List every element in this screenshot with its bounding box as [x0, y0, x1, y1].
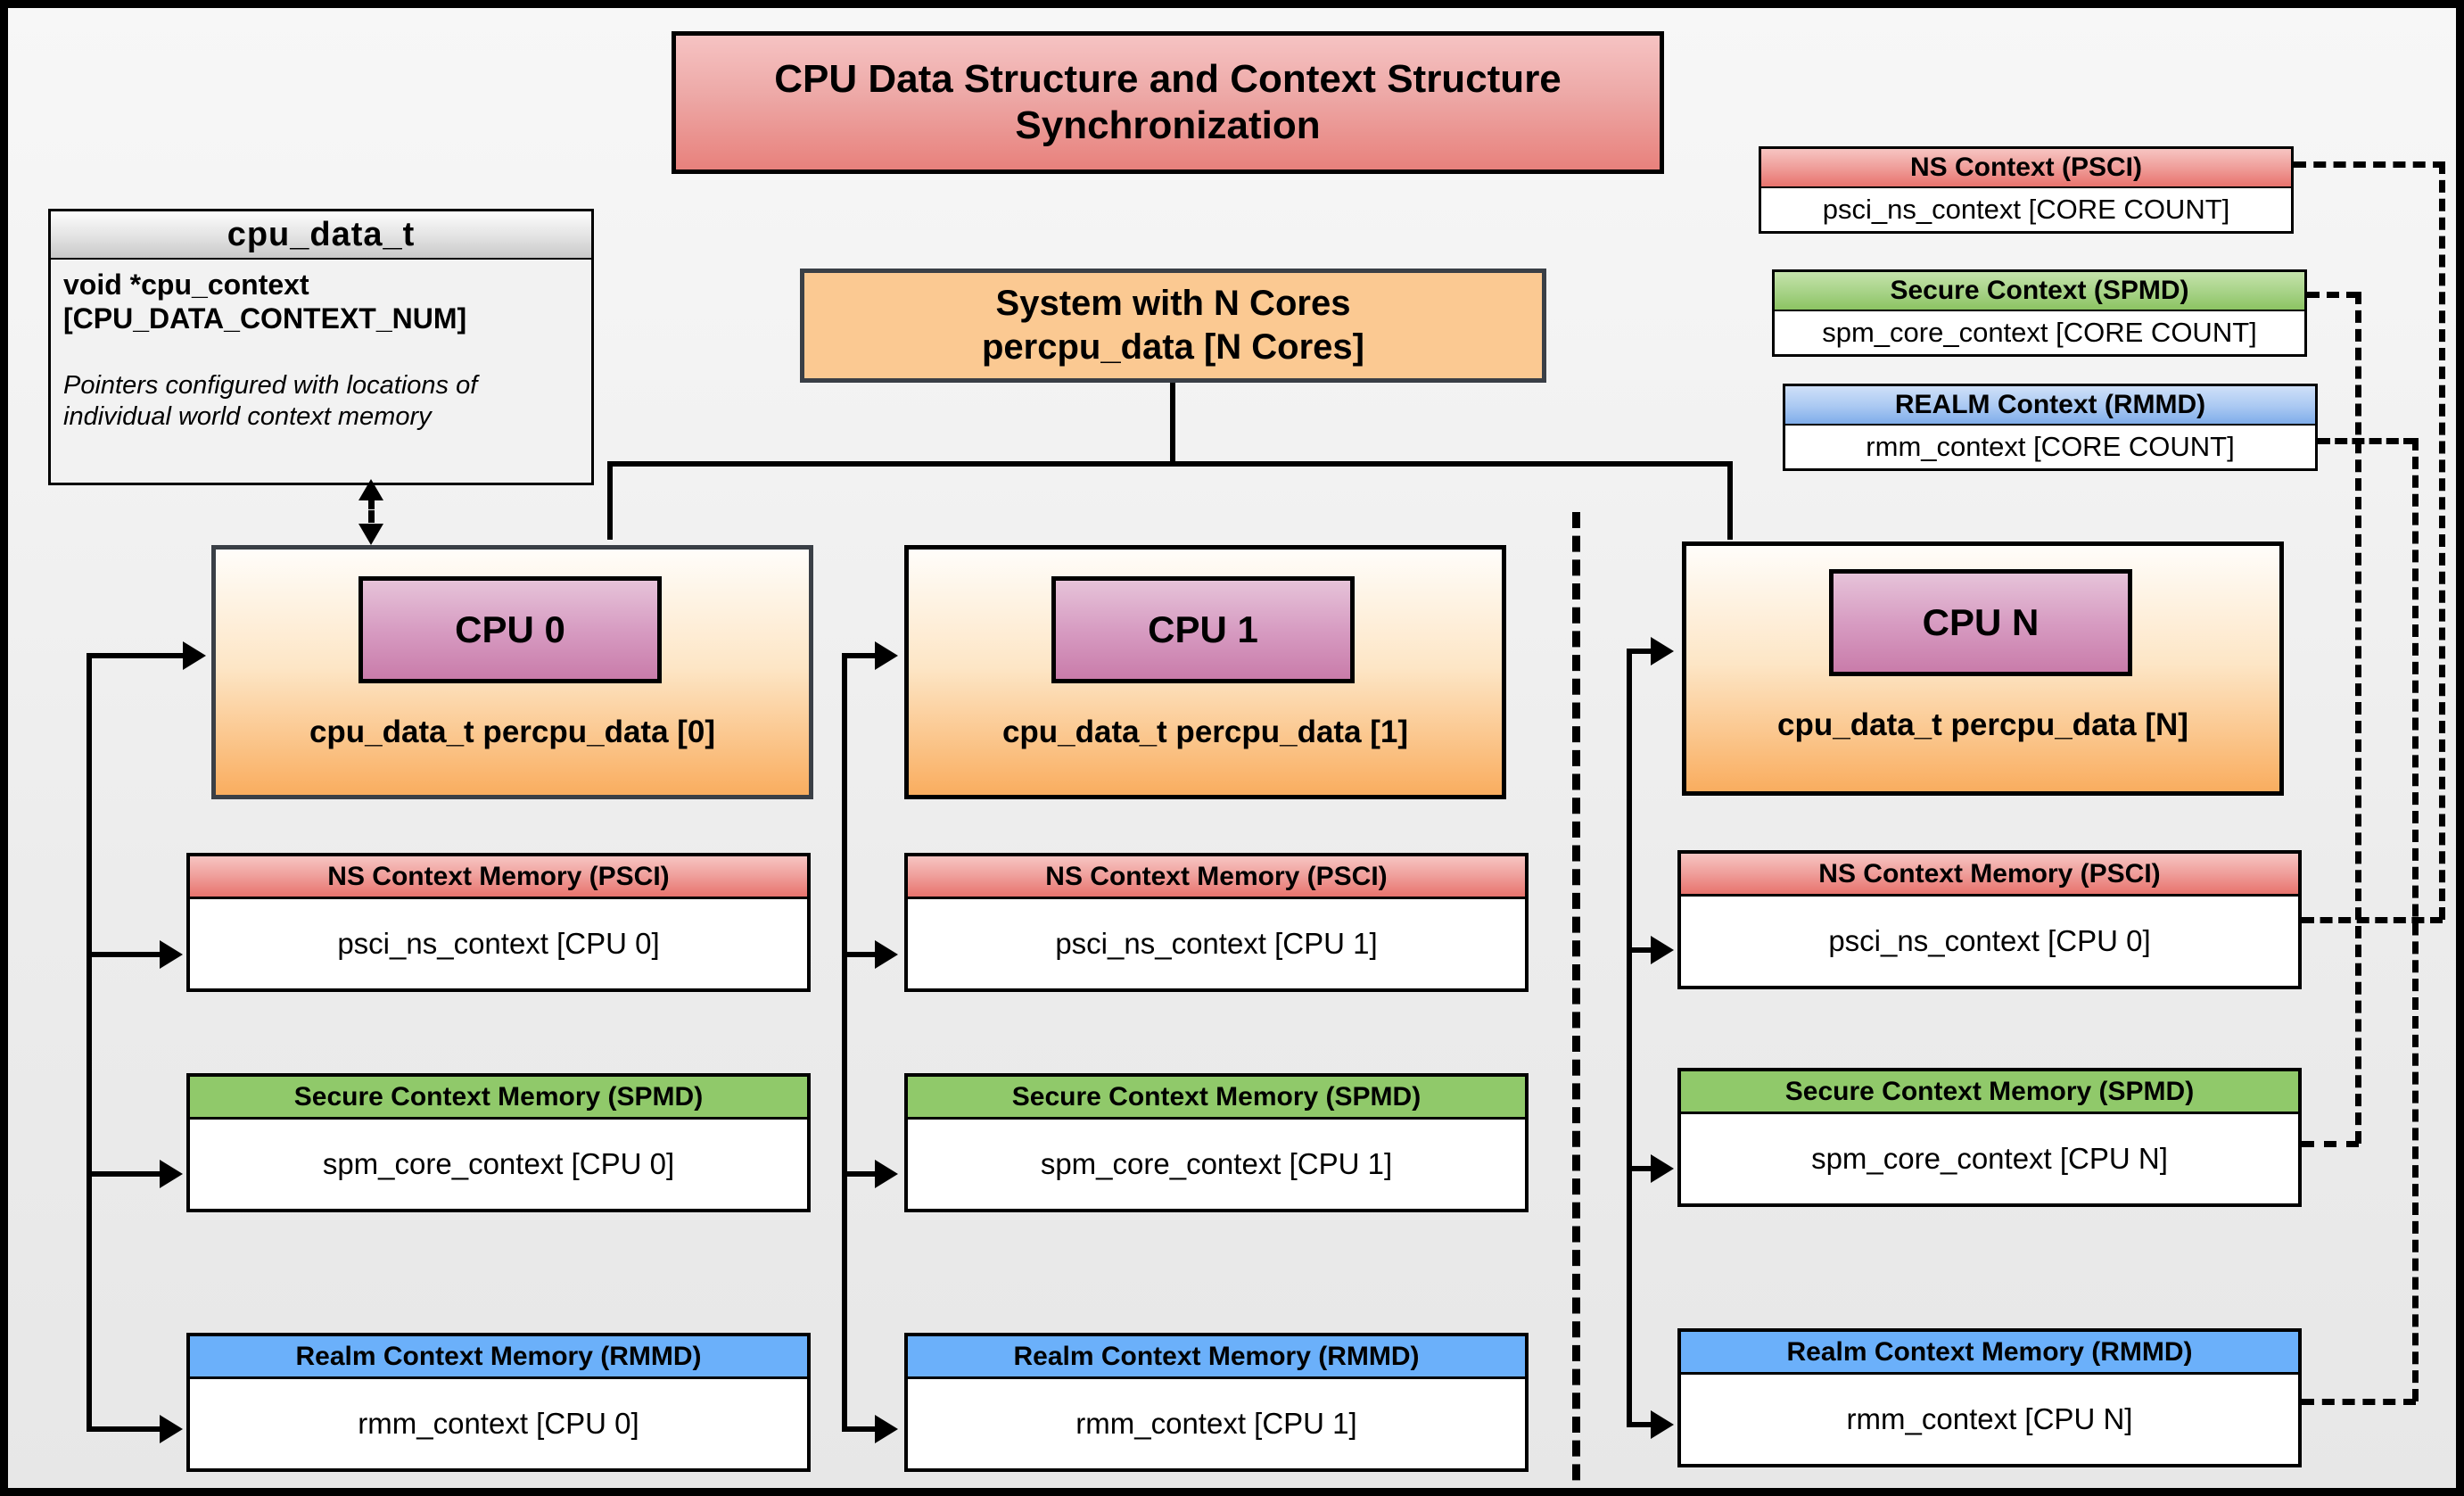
- cpu-1-panel: CPU 1 cpu_data_t percpu_data [1]: [904, 545, 1506, 799]
- cpu-n-percpu-label: cpu_data_t percpu_data [N]: [1777, 707, 2188, 742]
- cpu-0-branch-realm: [87, 1426, 165, 1432]
- dashed-secure-top: [2307, 292, 2359, 298]
- cpu-data-t-struct-box: cpu_data_t void *cpu_context [CPU_DATA_C…: [48, 209, 594, 485]
- cpu-data-link-arrow-down: [358, 524, 383, 545]
- cpu-0-ns-header: NS Context Memory (PSCI): [190, 856, 807, 899]
- cpu-1-realm-header: Realm Context Memory (RMMD): [908, 1336, 1525, 1379]
- dashed-ns-vert: [2439, 161, 2445, 920]
- cpu-0-secure-header: Secure Context Memory (SPMD): [190, 1077, 807, 1120]
- global-secure-context-body: spm_core_context [CORE COUNT]: [1775, 311, 2304, 354]
- cpu-0-percpu-label: cpu_data_t percpu_data [0]: [309, 715, 716, 749]
- system-n-cores-box: System with N Cores percpu_data [N Cores…: [800, 269, 1546, 383]
- tree-trunk: [1170, 383, 1175, 465]
- cpu-0-ns-body: psci_ns_context [CPU 0]: [190, 899, 807, 988]
- cpu-data-t-declaration: void *cpu_context [CPU_DATA_CONTEXT_NUM]: [63, 269, 467, 335]
- dashed-secure-vert: [2355, 292, 2361, 1144]
- system-line-1: System with N Cores: [995, 284, 1351, 324]
- cpu-data-t-note: Pointers configured with locations of in…: [63, 370, 478, 431]
- cpu-n-branch-panel: [1627, 649, 1653, 654]
- cpu-data-link-line: [368, 497, 375, 536]
- cpu-n-branch-secure: [1627, 1166, 1653, 1171]
- cpu-0-branch-panel-arrow: [183, 641, 206, 670]
- cpu-0-ns-context-memory: NS Context Memory (PSCI) psci_ns_context…: [186, 853, 811, 992]
- cpu-n-secure-header: Secure Context Memory (SPMD): [1681, 1071, 2298, 1114]
- cpu-0-realm-context-memory: Realm Context Memory (RMMD) rmm_context …: [186, 1333, 811, 1472]
- cpu-0-bus: [87, 653, 92, 1429]
- cpu-1-realm-body: rmm_context [CPU 1]: [908, 1379, 1525, 1468]
- dashed-realm-vert: [2412, 438, 2419, 1401]
- cpu-n-realm-body: rmm_context [CPU N]: [1681, 1375, 2298, 1464]
- global-realm-context-card: REALM Context (RMMD) rmm_context [CORE C…: [1783, 384, 2318, 471]
- dashed-ns-top: [2294, 161, 2445, 168]
- cpu-0-branch-panel: [87, 653, 190, 658]
- dashed-ns-bottom: [2302, 917, 2443, 923]
- global-ns-context-body: psci_ns_context [CORE COUNT]: [1761, 188, 2291, 231]
- cpu-1-ns-body: psci_ns_context [CPU 1]: [908, 899, 1525, 988]
- cpu-n-branch-ns-arrow: [1651, 936, 1674, 964]
- cpu-0-realm-body: rmm_context [CPU 0]: [190, 1379, 807, 1468]
- diagram-title: CPU Data Structure and Context Structure…: [672, 31, 1664, 174]
- cpu-n-ns-header: NS Context Memory (PSCI): [1681, 854, 2298, 897]
- cpu-0-panel: CPU 0 cpu_data_t percpu_data [0]: [211, 545, 813, 799]
- cpu-0-secure-context-memory: Secure Context Memory (SPMD) spm_core_co…: [186, 1073, 811, 1212]
- cpu-n-realm-context-memory: Realm Context Memory (RMMD) rmm_context …: [1677, 1328, 2302, 1467]
- cpu-1-chip: CPU 1: [1051, 576, 1355, 683]
- cpu-1-branch-secure-arrow: [875, 1160, 898, 1188]
- cpu-n-branch-secure-arrow: [1651, 1154, 1674, 1183]
- global-ns-context-header: NS Context (PSCI): [1761, 149, 2291, 188]
- cpu-1-ns-header: NS Context Memory (PSCI): [908, 856, 1525, 899]
- global-ns-context-card: NS Context (PSCI) psci_ns_context [CORE …: [1759, 146, 2294, 234]
- cpu-1-secure-context-memory: Secure Context Memory (SPMD) spm_core_co…: [904, 1073, 1529, 1212]
- system-line-2: percpu_data [N Cores]: [982, 327, 1364, 367]
- cpu-n-ns-context-memory: NS Context Memory (PSCI) psci_ns_context…: [1677, 850, 2302, 989]
- dashed-realm-bottom: [2302, 1399, 2416, 1405]
- cpu-data-t-title: cpu_data_t: [51, 211, 591, 260]
- tree-drop-cpun: [1727, 461, 1733, 540]
- cpu-1-branch-ns: [842, 952, 878, 957]
- cpu-1-branch-realm: [842, 1426, 878, 1432]
- global-secure-context-header: Secure Context (SPMD): [1775, 272, 2304, 311]
- cpu-n-branch-realm-arrow: [1651, 1410, 1674, 1439]
- cpu-1-branch-panel-arrow: [875, 641, 898, 670]
- cpu-0-branch-ns: [87, 952, 165, 957]
- cpu-1-branch-secure: [842, 1171, 878, 1177]
- cpu-1-secure-body: spm_core_context [CPU 1]: [908, 1120, 1525, 1209]
- cpu-n-realm-header: Realm Context Memory (RMMD): [1681, 1332, 2298, 1375]
- cpu-1-branch-realm-arrow: [875, 1415, 898, 1443]
- cpu-0-branch-secure: [87, 1171, 165, 1177]
- cpu-n-branch-panel-arrow: [1651, 637, 1674, 665]
- cpu-0-secure-body: spm_core_context [CPU 0]: [190, 1120, 807, 1209]
- cpu-data-link-arrow-up: [358, 479, 383, 500]
- cpu-0-branch-ns-arrow: [160, 940, 183, 969]
- dashed-realm-top: [2318, 438, 2416, 444]
- cpu-1-ns-context-memory: NS Context Memory (PSCI) psci_ns_context…: [904, 853, 1529, 992]
- cpu-n-branch-realm: [1627, 1422, 1653, 1427]
- tree-drop-cpu0: [607, 461, 613, 540]
- global-secure-context-card: Secure Context (SPMD) spm_core_context […: [1772, 269, 2307, 357]
- cpu-n-bus: [1627, 649, 1632, 1425]
- cpu-1-percpu-label: cpu_data_t percpu_data [1]: [1001, 715, 1409, 749]
- cpu-n-secure-body: spm_core_context [CPU N]: [1681, 1114, 2298, 1203]
- cpu-1-realm-context-memory: Realm Context Memory (RMMD) rmm_context …: [904, 1333, 1529, 1472]
- cpu-n-ns-body: psci_ns_context [CPU 0]: [1681, 897, 2298, 986]
- cpu-1-secure-header: Secure Context Memory (SPMD): [908, 1077, 1525, 1120]
- cpu-1-branch-ns-arrow: [875, 940, 898, 969]
- cpu-n-branch-ns: [1627, 947, 1653, 953]
- column-separator: [1572, 512, 1580, 1488]
- cpu-n-panel: CPU N cpu_data_t percpu_data [N]: [1682, 541, 2284, 796]
- global-realm-context-body: rmm_context [CORE COUNT]: [1785, 426, 2315, 468]
- cpu-1-branch-panel: [842, 653, 878, 658]
- cpu-0-chip: CPU 0: [358, 576, 662, 683]
- cpu-1-bus: [842, 653, 847, 1429]
- cpu-0-branch-realm-arrow: [160, 1415, 183, 1443]
- global-realm-context-header: REALM Context (RMMD): [1785, 386, 2315, 426]
- cpu-n-secure-context-memory: Secure Context Memory (SPMD) spm_core_co…: [1677, 1068, 2302, 1207]
- dashed-secure-bottom: [2302, 1141, 2359, 1147]
- tree-bus: [607, 461, 1733, 467]
- cpu-n-chip: CPU N: [1829, 569, 2132, 676]
- cpu-0-realm-header: Realm Context Memory (RMMD): [190, 1336, 807, 1379]
- cpu-0-branch-secure-arrow: [160, 1160, 183, 1188]
